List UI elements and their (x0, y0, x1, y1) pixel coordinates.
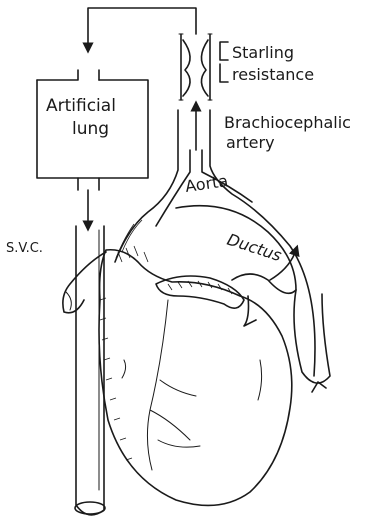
starling-resistance-device (179, 34, 228, 100)
starling-label-line1: Starling (232, 43, 294, 62)
artificial-lung-label-line1: Artificial (46, 96, 116, 116)
aorta-vessel (115, 110, 315, 376)
artificial-lung-label-line2: lung (72, 119, 109, 139)
starling-label-line2: resistance (232, 65, 314, 84)
svc-label: S.V.C. (6, 241, 43, 256)
heart-body (63, 246, 292, 505)
ductus-vessel (176, 206, 330, 392)
brachiocephalic-label-line2: artery (226, 133, 275, 152)
brachiocephalic-label-line1: Brachiocephalic (224, 113, 351, 132)
aorta-label: Aorta (184, 171, 229, 196)
return-tube (88, 8, 196, 48)
ductus-label: Ductus (225, 230, 284, 265)
